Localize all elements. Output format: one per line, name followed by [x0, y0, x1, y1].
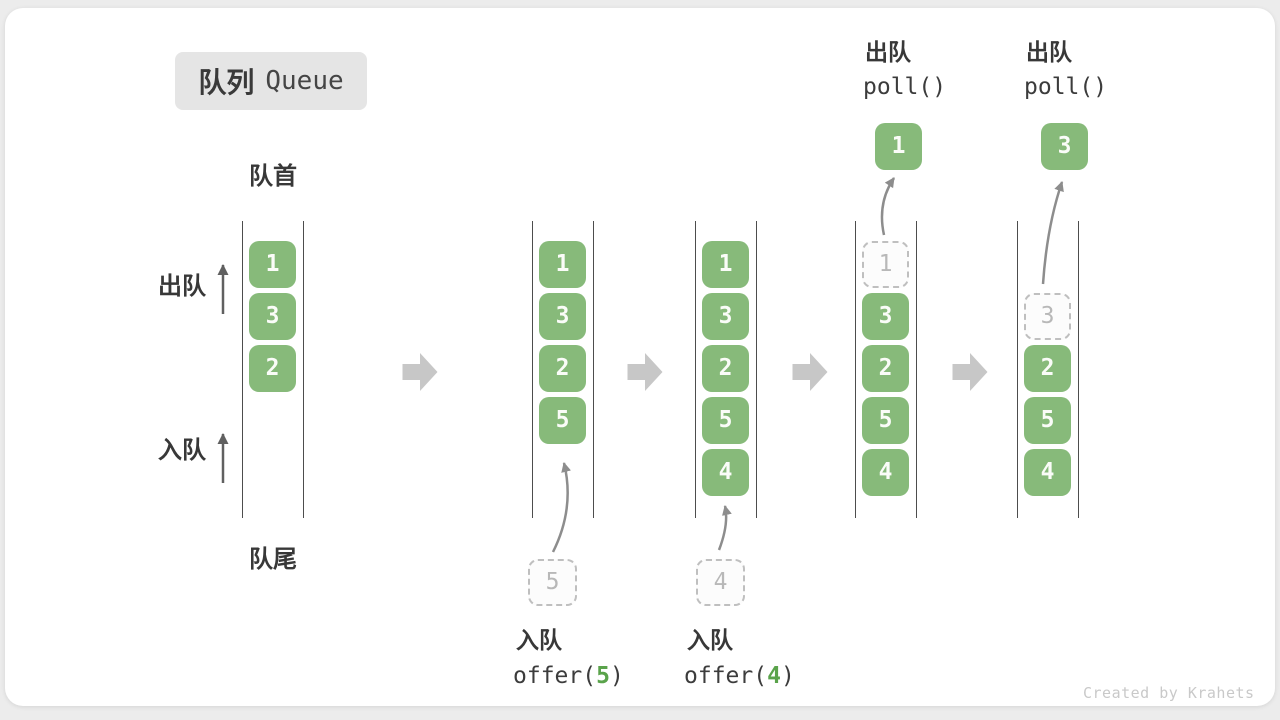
queue-item: 4	[1024, 449, 1071, 496]
watermark: Created by Krahets	[1083, 684, 1255, 702]
queue-item: 4	[862, 449, 909, 496]
poll1-label: 出队	[865, 39, 911, 65]
enqueue5-code-prefix: offer(	[513, 663, 597, 689]
queue-item: 2	[249, 345, 296, 392]
queue-column-1: 1 3 2	[242, 221, 304, 518]
enqueue4-label: 入队	[687, 627, 733, 653]
label-enqueue-side: 入队	[158, 437, 206, 464]
queue-item: 5	[702, 397, 749, 444]
queue-item: 3	[539, 293, 586, 340]
queue-column-2: 1 3 2 5	[532, 221, 594, 518]
poll1-code: poll()	[863, 74, 947, 100]
queue-item: 2	[1024, 345, 1071, 392]
queue-item: 1	[539, 241, 586, 288]
queue-item: 5	[539, 397, 586, 444]
queue-column-5: 3 2 5 4	[1017, 221, 1079, 518]
queue-column-3: 1 3 2 5 4	[695, 221, 757, 518]
queue-item-removed: 1	[862, 241, 909, 288]
block-arrow-icon-2	[627, 353, 663, 391]
block-arrow-icon-1	[402, 353, 438, 391]
block-arrow-icon-3	[792, 353, 828, 391]
enqueue5-label: 入队	[516, 627, 562, 653]
queue-item: 3	[249, 293, 296, 340]
queue-item: 2	[702, 345, 749, 392]
queue-item: 3	[862, 293, 909, 340]
poll-result-item: 3	[1041, 123, 1088, 170]
label-queue-front: 队首	[249, 163, 297, 190]
title-en: Queue	[265, 66, 344, 96]
poll-result-item: 1	[875, 123, 922, 170]
poll2-code: poll()	[1024, 74, 1108, 100]
title-zh: 队列	[198, 67, 255, 98]
enqueue4-code-prefix: offer(	[684, 663, 768, 689]
enqueue5-code: offer(5)	[513, 665, 624, 688]
queue-item: 5	[1024, 397, 1071, 444]
label-queue-rear: 队尾	[249, 546, 297, 573]
label-dequeue-side: 出队	[158, 273, 206, 300]
block-arrow-icon-4	[952, 353, 988, 391]
queue-item: 3	[702, 293, 749, 340]
queue-item-removed: 3	[1024, 293, 1071, 340]
queue-item: 2	[539, 345, 586, 392]
enqueue4-code-arg: 4	[767, 663, 781, 689]
enqueue-staging-item: 5	[528, 559, 577, 606]
enqueue5-code-arg: 5	[596, 663, 610, 689]
queue-item: 5	[862, 397, 909, 444]
queue-item: 2	[862, 345, 909, 392]
queue-item: 4	[702, 449, 749, 496]
enqueue4-code: offer(4)	[684, 665, 795, 688]
diagram-card: 队列 Queue 队首 队尾 出队 入队 1 3 2 1 3 2 5 1 3 2…	[5, 8, 1275, 706]
queue-item: 1	[249, 241, 296, 288]
queue-column-4: 1 3 2 5 4	[855, 221, 917, 518]
poll2-label: 出队	[1026, 39, 1072, 65]
enqueue5-code-suffix: )	[609, 663, 624, 689]
enqueue4-code-suffix: )	[780, 663, 795, 689]
queue-item: 1	[702, 241, 749, 288]
title-badge: 队列 Queue	[175, 52, 367, 110]
enqueue-staging-item: 4	[696, 559, 745, 606]
arrow-layer	[217, 177, 1064, 553]
